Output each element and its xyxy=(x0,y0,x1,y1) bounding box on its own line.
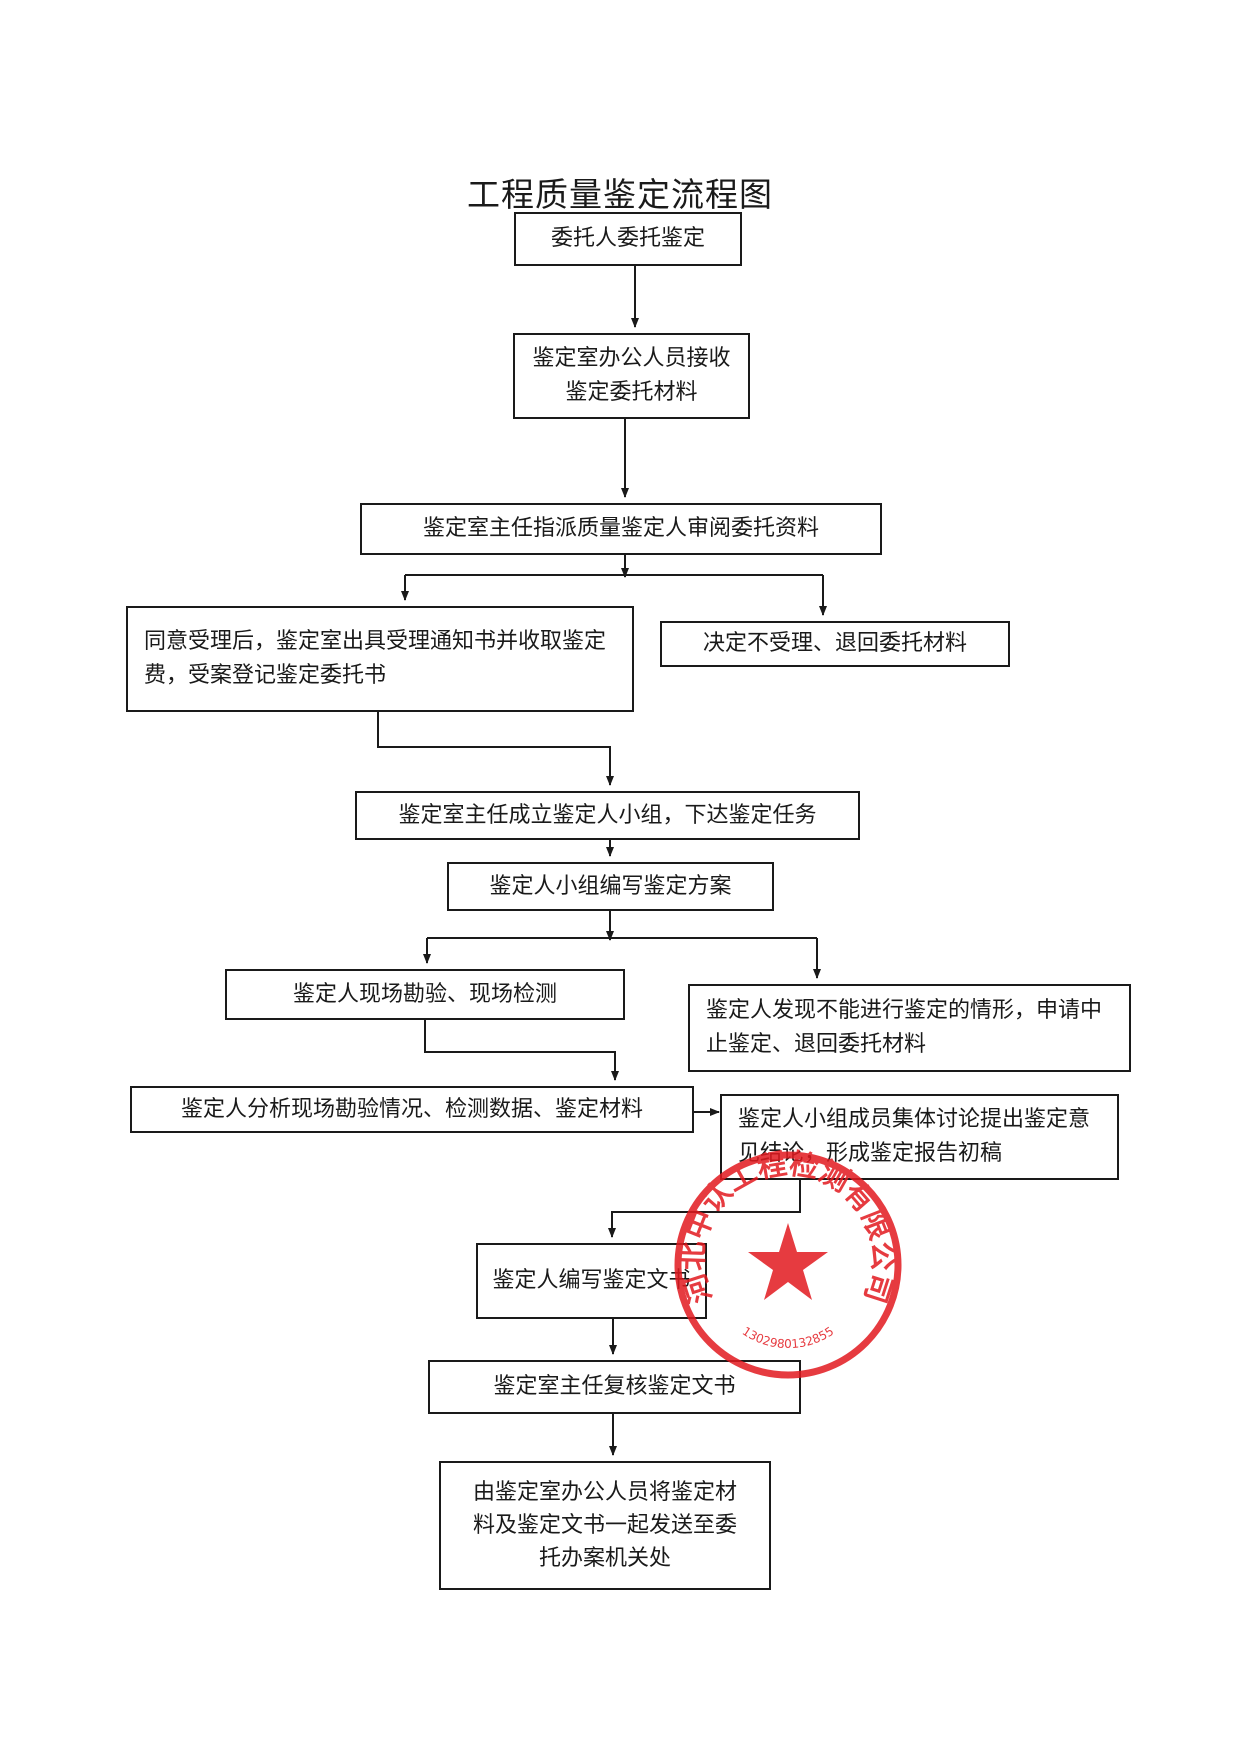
company-seal: 河北中认工程检测有限公司 1302980132855 xyxy=(674,1146,902,1379)
seal-number-text: 1302980132855 xyxy=(740,1324,836,1351)
step-assign-reviewer: 鉴定室主任指派质量鉴定人审阅委托资料 xyxy=(360,503,882,555)
seal-star-icon xyxy=(748,1223,828,1300)
step-reject-case: 决定不受理、退回委托材料 xyxy=(660,621,1010,667)
step-write-document: 鉴定人编写鉴定文书 xyxy=(476,1243,707,1319)
step-write-plan: 鉴定人小组编写鉴定方案 xyxy=(447,862,774,911)
step-review-document: 鉴定室主任复核鉴定文书 xyxy=(428,1360,801,1414)
arrow-s7a-s8 xyxy=(424,1020,619,1081)
arrow-s4a-s5 xyxy=(377,712,614,786)
step-send-to-agency: 由鉴定室办公人员将鉴定材料及鉴定文书一起发送至委托办案机关处 xyxy=(439,1461,771,1590)
step-group-discussion: 鉴定人小组成员集体讨论提出鉴定意见结论，形成鉴定报告初稿 xyxy=(720,1094,1119,1180)
seal-outer-ring xyxy=(674,1151,902,1379)
page-title: 工程质量鉴定流程图 xyxy=(467,175,773,214)
step-site-inspection: 鉴定人现场勘验、现场检测 xyxy=(225,969,625,1020)
step-analyze-data: 鉴定人分析现场勘验情况、检测数据、鉴定材料 xyxy=(130,1086,694,1133)
step-form-group: 鉴定室主任成立鉴定人小组，下达鉴定任务 xyxy=(355,791,860,840)
step-accept-case: 同意受理后，鉴定室出具受理通知书并收取鉴定费，受案登记鉴定委托书 xyxy=(126,606,634,712)
step-suspend-return: 鉴定人发现不能进行鉴定的情形，申请中止鉴定、退回委托材料 xyxy=(688,984,1131,1072)
arrow-s9-s10 xyxy=(608,1180,801,1238)
step-entrust: 委托人委托鉴定 xyxy=(514,212,742,266)
step-receive-materials: 鉴定室办公人员接收鉴定委托材料 xyxy=(513,333,750,419)
